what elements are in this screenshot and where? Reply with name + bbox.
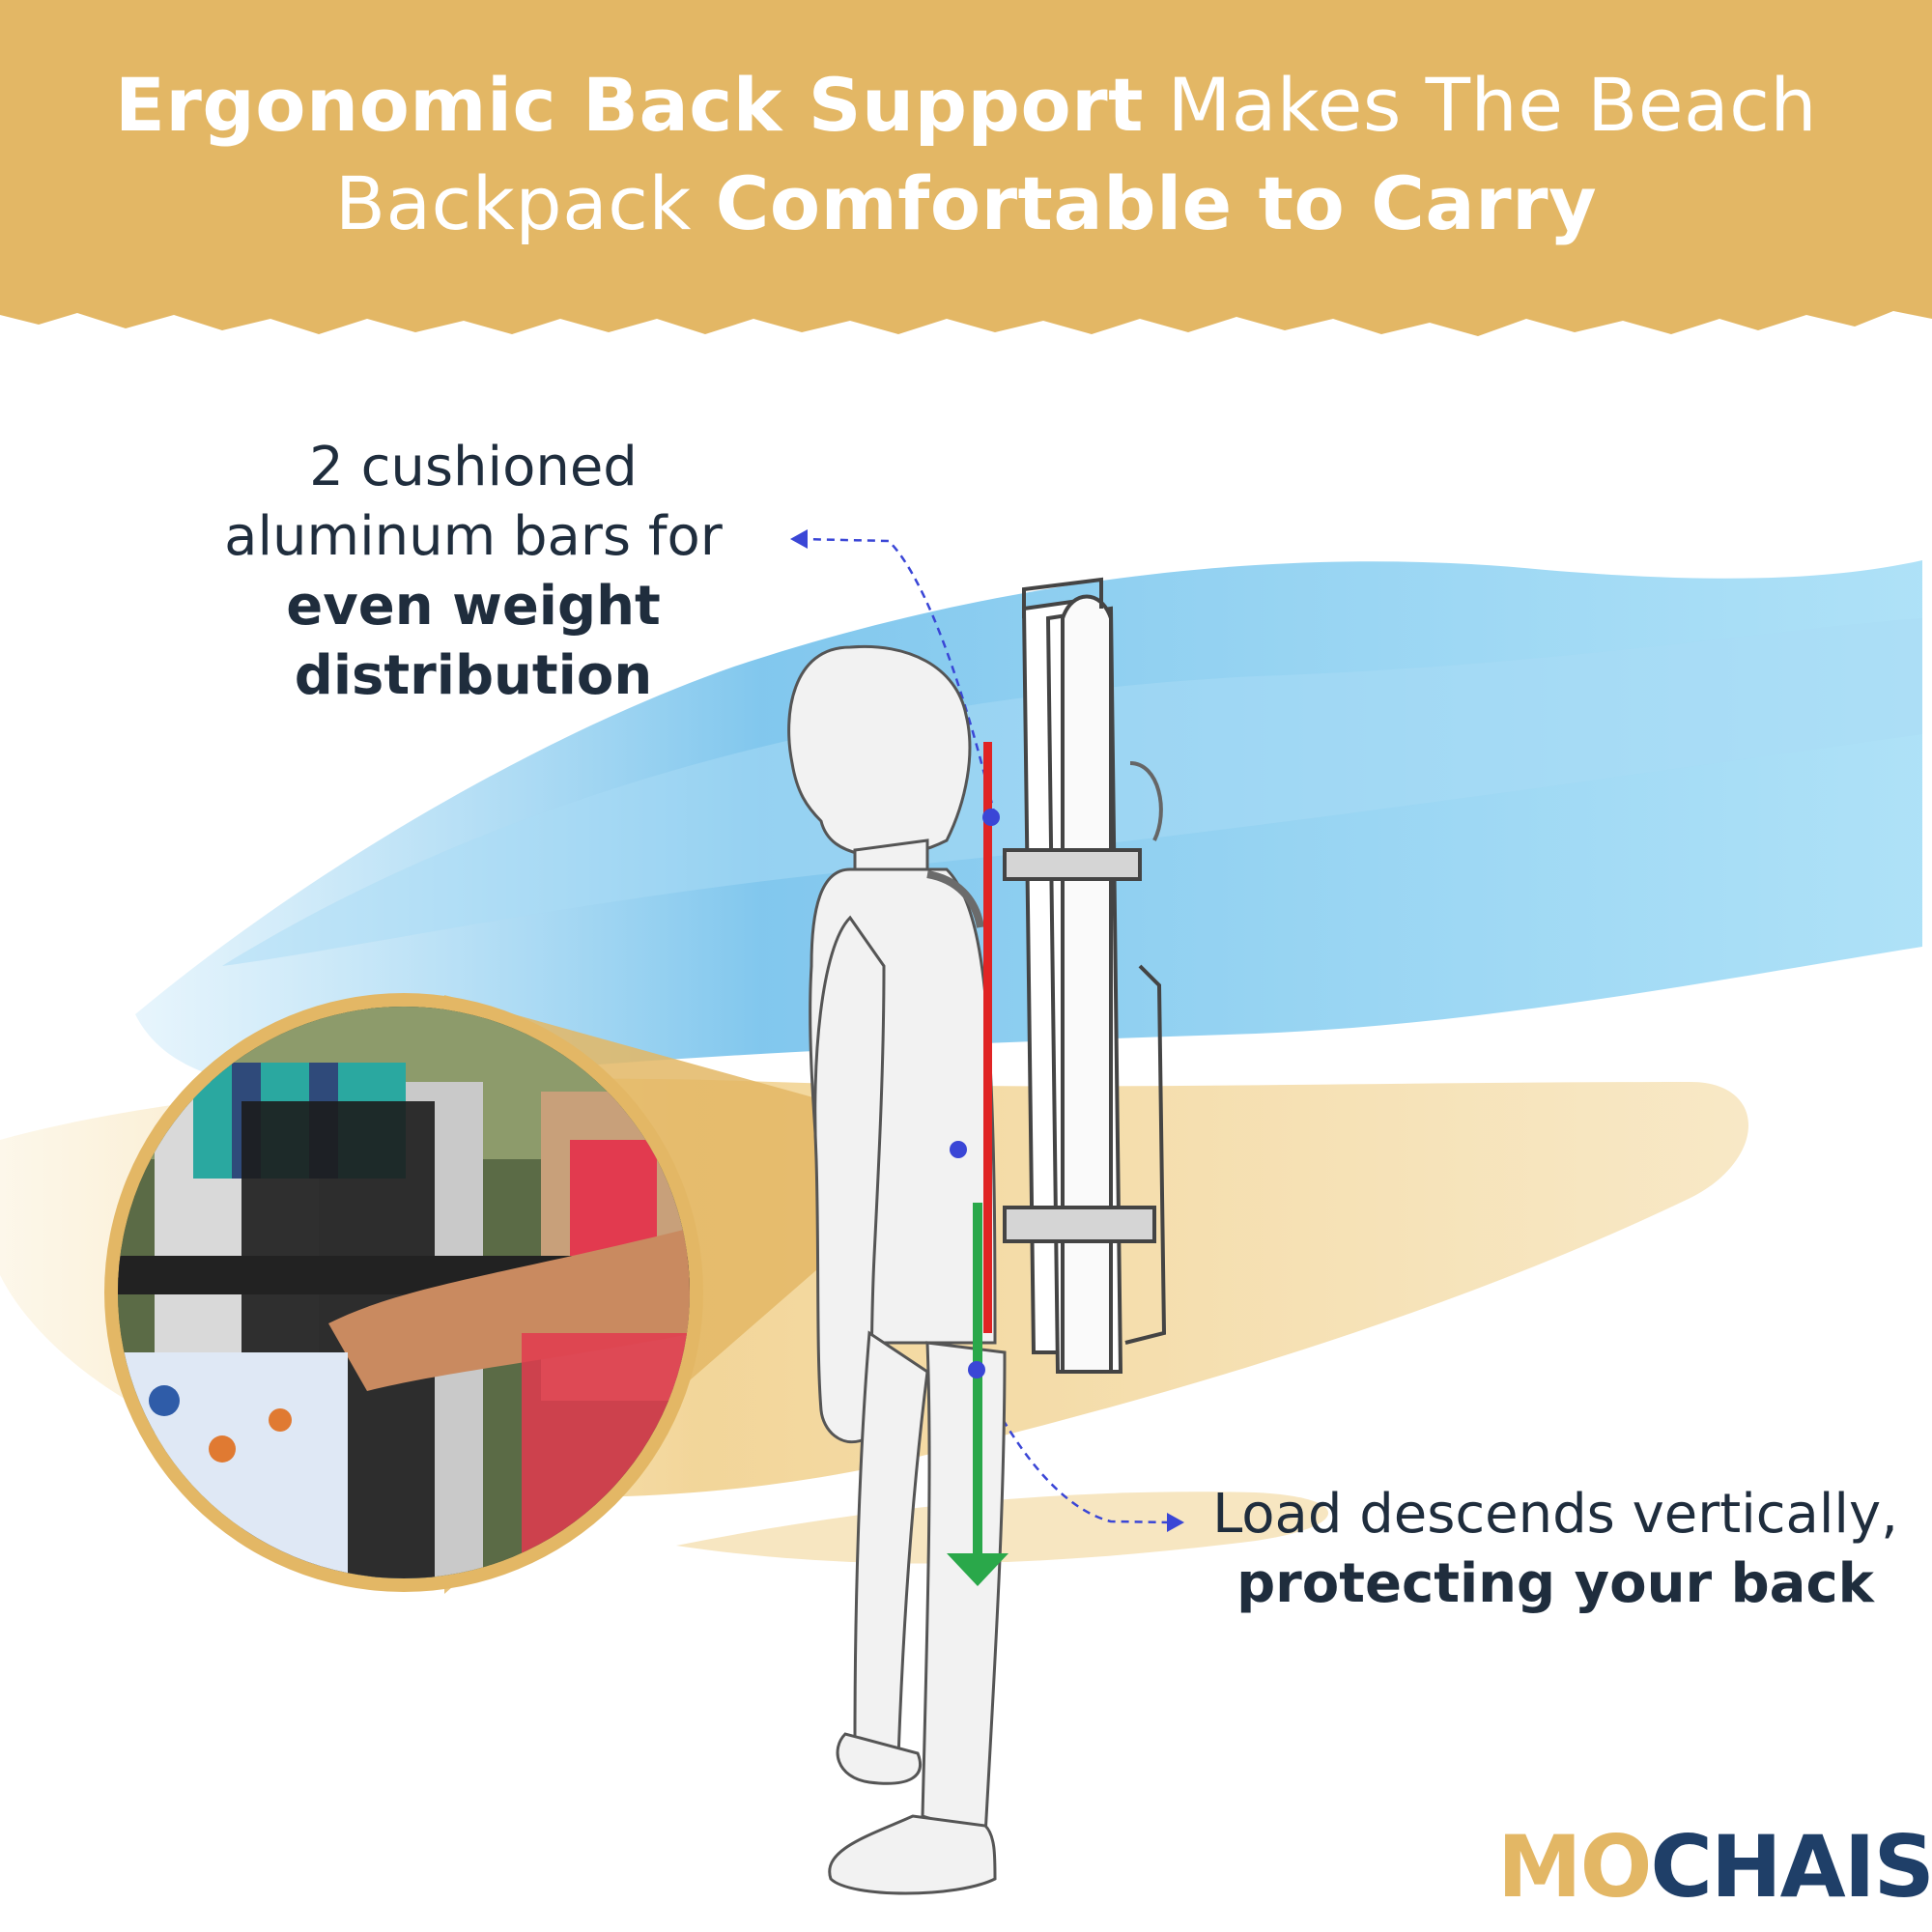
callout-top-line-1: 2 cushioned: [309, 436, 638, 498]
bottom-connector-arrowhead: [1167, 1513, 1184, 1532]
bottom-dot: [968, 1361, 985, 1378]
green-load-line: [973, 1203, 982, 1560]
down-arrow-icon: [947, 1553, 1009, 1586]
logo-chaise: CHAISE: [1650, 1817, 1932, 1917]
top-dot: [982, 809, 1000, 826]
closeup-photo-circle: [104, 993, 703, 1592]
headline-line-2: Backpack Comfortable to Carry: [0, 155, 1932, 253]
callout-bottom-line-1: Load descends vertically,: [1212, 1483, 1898, 1546]
headline-light-1: Makes The Beach: [1167, 62, 1818, 148]
callout-load-descends: Load descends vertically, protecting you…: [1188, 1480, 1922, 1619]
header-band: [0, 0, 1932, 336]
headline-line-1: Ergonomic Back Support Makes The Beach: [0, 56, 1932, 155]
red-aluminum-bar: [983, 742, 992, 1333]
headline-light-2: Backpack: [334, 160, 692, 246]
folded-chair-backpack: [1003, 577, 1167, 1374]
callout-bottom-line-2: protecting your back: [1236, 1552, 1874, 1615]
headline-bold-2: Comfortable to Carry: [715, 160, 1598, 246]
page-title: Ergonomic Back Support Makes The Beach B…: [0, 56, 1932, 253]
callout-aluminum-bars: 2 cushioned aluminum bars for even weigh…: [116, 433, 831, 711]
top-connector-arrowhead: [790, 529, 808, 549]
callout-top-line-3: even weight distribution: [286, 575, 661, 707]
callout-top-line-2: aluminum bars for: [224, 505, 723, 568]
headline-bold-1: Ergonomic Back Support: [114, 62, 1144, 148]
brand-logo: MOCHAISE: [1497, 1824, 1932, 1911]
person-figure-illustration: [787, 644, 1007, 1895]
bottom-connector-line: [976, 1371, 1170, 1524]
middle-dot: [950, 1141, 967, 1158]
logo-mo: MO: [1497, 1817, 1652, 1917]
